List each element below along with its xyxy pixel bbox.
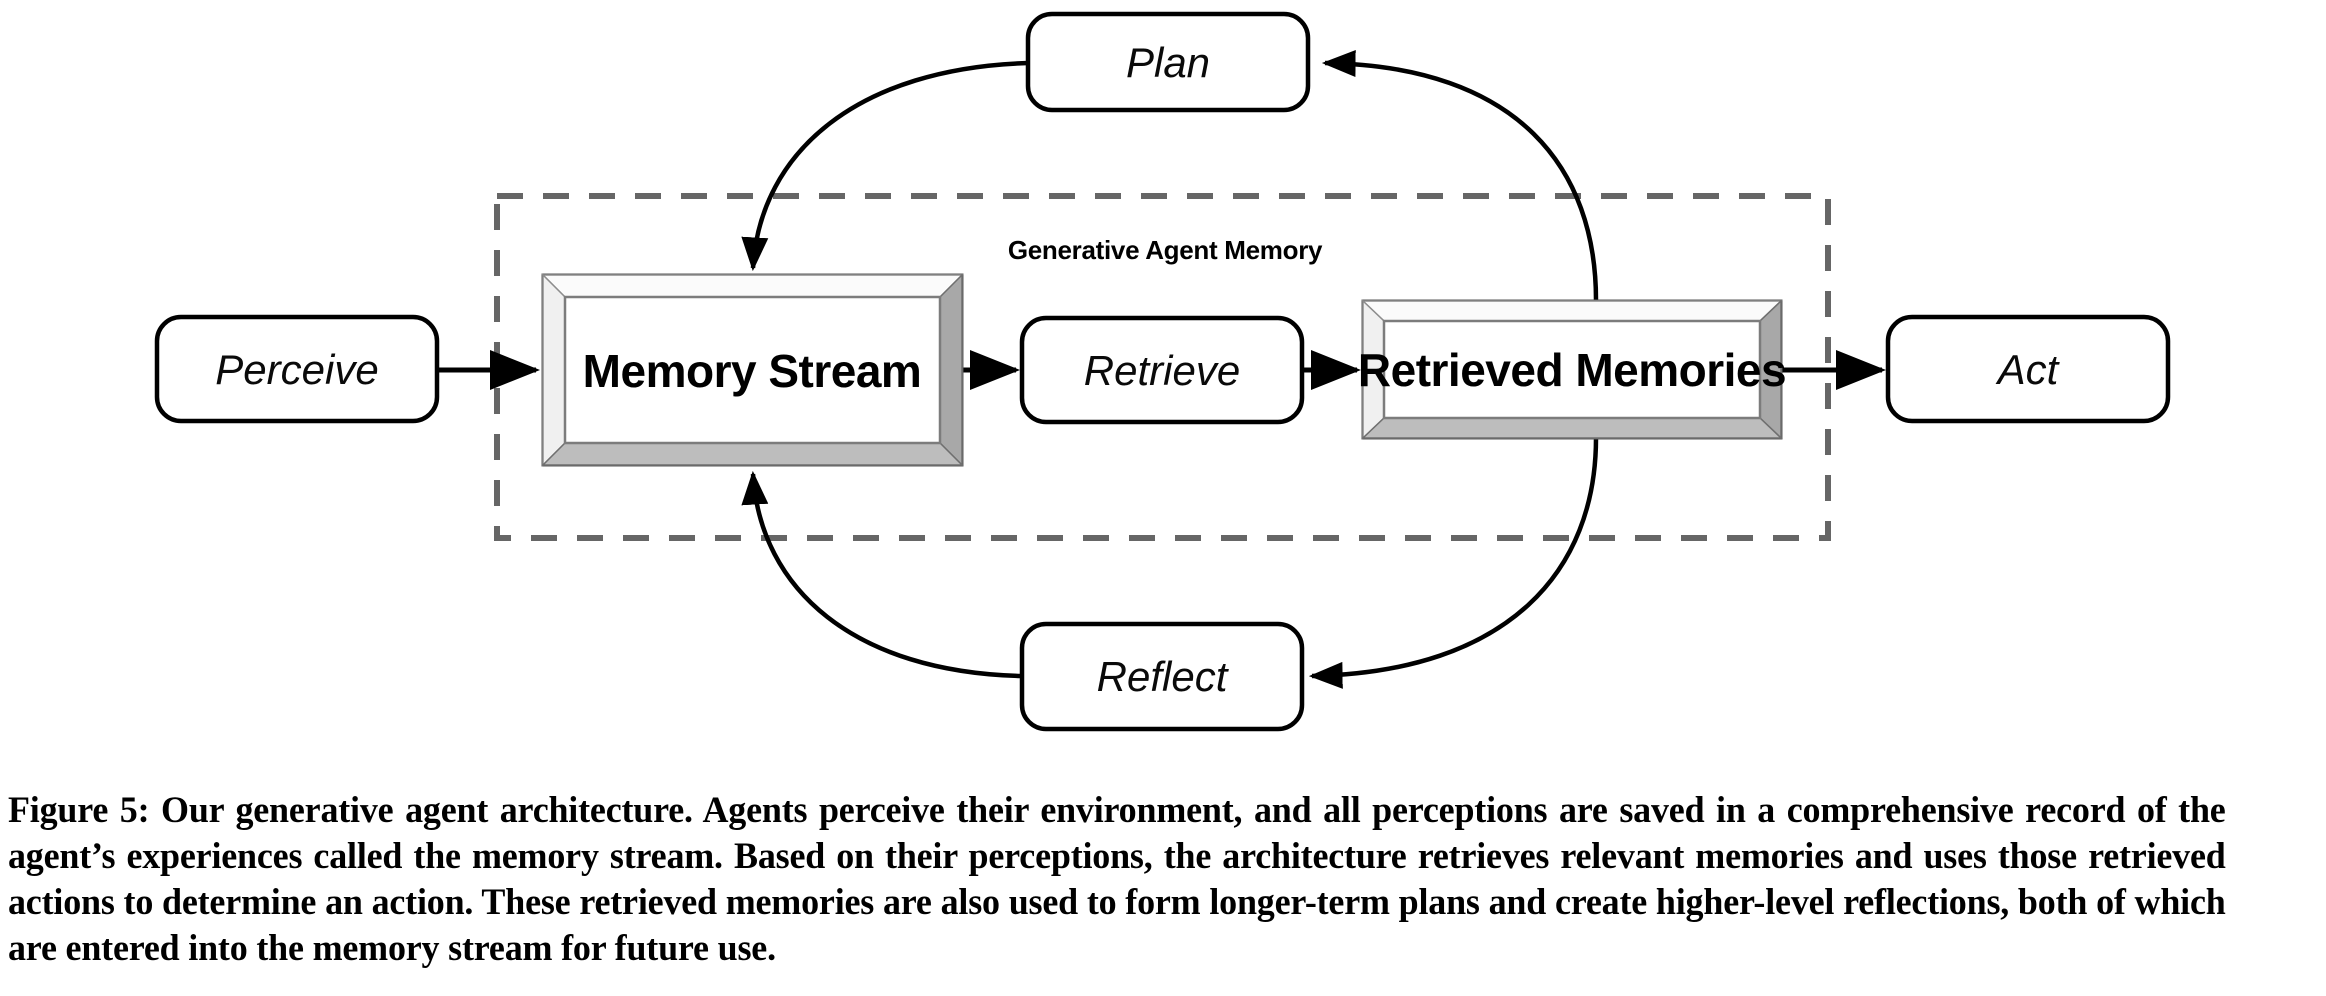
node-memory-stream-bevel-top [541,274,964,298]
edge-reflect-to-memory-stream [741,470,1022,679]
node-reflect-shape [1019,621,1305,732]
node-memory-stream-bevel-left [542,273,566,467]
edge-retrieved-memories-to-plan [1321,49,1599,301]
node-plan[interactable]: Plan [1025,11,1311,113]
node-retrieved-memories-bevel-top [1361,300,1783,322]
generative-agent-memory-label: Generative Agent Memory [1008,235,1323,265]
node-act-shape [1885,314,2171,424]
node-reflect-label: Reflect [1097,653,1230,700]
node-retrieved-memories-face [1382,319,1762,420]
node-retrieve-shape [1019,315,1305,425]
node-retrieved-memories[interactable]: Retrieved Memories [1358,299,1787,440]
node-act-label: Act [1995,346,2061,393]
node-perceive[interactable]: Perceive [154,314,440,424]
node-retrieved-memories-bevel-bottom [1361,417,1783,439]
node-plan-label: Plan [1126,39,1210,86]
figure-caption-text: Figure 5: Our generative agent architect… [8,790,2226,969]
node-retrieved-memories-label: Retrieved Memories [1358,344,1786,396]
node-retrieve[interactable]: Retrieve [1019,315,1305,425]
node-perceive-shape [154,314,440,424]
node-memory-stream[interactable]: Memory Stream [541,273,964,467]
node-memory-stream-face [563,295,942,445]
node-retrieve-label: Retrieve [1084,347,1240,394]
node-memory-stream-label: Memory Stream [583,345,922,397]
figure-caption: Figure 5: Our generative agent architect… [8,788,2226,972]
diagram-canvas: Generative Agent Memory Perceive [154,11,2171,732]
architecture-diagram: Generative Agent Memory Perceive [154,11,2171,732]
edge-plan-to-memory-stream [741,60,1029,272]
node-memory-stream-bevel-bottom [541,442,964,466]
node-plan-shape [1025,11,1311,113]
node-act[interactable]: Act [1885,314,2171,424]
node-perceive-label: Perceive [215,346,378,393]
edge-retrieved-memories-to-reflect [1308,437,1599,689]
node-memory-stream-bevel-right [939,273,963,467]
node-reflect[interactable]: Reflect [1019,621,1305,732]
